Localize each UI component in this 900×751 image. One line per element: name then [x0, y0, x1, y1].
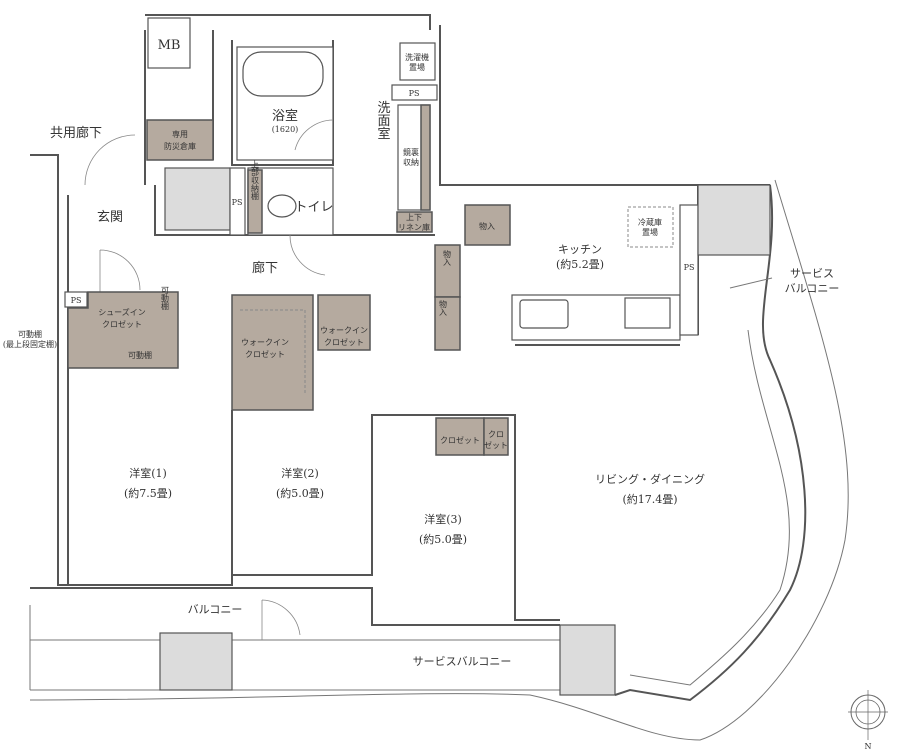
storage-label: 物入	[439, 299, 448, 316]
closet-small-label-2: ゼット	[484, 440, 508, 450]
fridge-space	[627, 206, 674, 248]
closet-room3	[435, 417, 485, 456]
bathroom-label: 浴室	[272, 108, 298, 124]
washer-label: 洗濯機	[405, 52, 429, 62]
meter-box	[147, 17, 191, 69]
room1-label: 洋室(1)	[129, 466, 167, 480]
common-corridor-label: 共用廊下	[50, 125, 102, 141]
entrance-label: 玄関	[97, 210, 123, 225]
living-label: リビング・ダイニング	[595, 472, 705, 486]
fridge-label-2: 置場	[642, 227, 658, 237]
movable-shelf-note-2: (最上段固定棚)	[3, 339, 57, 349]
room3-label: 洋室(3)	[424, 512, 462, 526]
pillar	[159, 632, 233, 691]
north-compass-icon	[848, 690, 888, 740]
mirror-storage	[420, 104, 431, 211]
disaster-storage	[146, 119, 214, 161]
ps-label: PS	[232, 198, 243, 207]
kitchen-label: キッチン	[558, 243, 602, 256]
mirror-storage-label: 鏡裏	[403, 147, 419, 157]
storage-kitchen	[464, 204, 511, 246]
room2-label: 洋室(2)	[281, 466, 319, 480]
ps-label: PS	[409, 89, 420, 98]
storage-hall-2	[434, 296, 461, 351]
shoe-closet	[67, 291, 179, 369]
linen-label-2: リネン庫	[398, 222, 430, 232]
closet-label: クロゼット	[440, 435, 480, 445]
wic-label-2: クロゼット	[245, 349, 285, 359]
ps-shoe	[64, 291, 88, 308]
north-label: N	[865, 742, 872, 751]
toilet-icon	[267, 194, 297, 218]
sink-icon	[519, 299, 569, 329]
ps-washroom	[391, 84, 438, 101]
ps-toilet	[229, 167, 246, 236]
washer-space	[399, 42, 436, 81]
ps-kitchen	[679, 204, 699, 336]
ps-label: PS	[71, 296, 82, 305]
closet-small-label: クロ	[488, 430, 504, 439]
wic-label: ウォークイン	[241, 338, 289, 347]
pillar	[559, 624, 616, 696]
linen-label: 上下	[406, 213, 422, 222]
service-balcony-bottom-label: サービスバルコニー	[413, 655, 512, 668]
stove-icon	[624, 297, 671, 329]
washer-label-2: 置場	[409, 62, 425, 72]
wic-label: ウォークイン	[320, 326, 368, 335]
toilet-label: トイレ	[294, 200, 333, 215]
bathroom-size: (1620)	[272, 125, 299, 134]
walk-in-closet-1	[231, 294, 314, 411]
room1-size: (約7.5畳)	[124, 486, 172, 500]
mb-label: MB	[158, 38, 181, 53]
storage-label: 物入	[443, 249, 452, 266]
movable-shelf-note: 可動棚	[18, 329, 42, 339]
shoe-closet-label-2: クロゼット	[102, 319, 142, 329]
pillar	[697, 184, 771, 256]
upper-shelf-label: 上部収納棚	[251, 160, 260, 201]
ps-label: PS	[684, 263, 695, 272]
balcony-label: バルコニー	[188, 603, 243, 616]
hallway-label: 廊下	[252, 260, 278, 276]
fridge-label: 冷蔵庫	[638, 217, 662, 227]
kitchen-size: (約5.2畳)	[556, 257, 604, 271]
living-size: (約17.4畳)	[622, 492, 677, 506]
mirror-storage-label-2: 収納	[403, 157, 419, 167]
washroom-label: 洗面室	[375, 101, 391, 140]
closet-small-room3	[483, 417, 509, 456]
room2-size: (約5.0畳)	[276, 486, 324, 500]
bathtub-icon	[242, 51, 324, 97]
wic-label-2: クロゼット	[324, 337, 364, 347]
service-balcony-label-2: バルコニー	[785, 282, 840, 295]
linen-storage	[396, 211, 433, 233]
movable-shelf-label: 可動棚	[128, 350, 152, 360]
movable-shelf-label: 可動棚	[161, 286, 170, 311]
pillar	[164, 167, 231, 231]
storage-label: 物入	[479, 221, 495, 231]
upper-shelf	[247, 169, 263, 234]
disaster-storage-label: 専用	[172, 129, 188, 139]
disaster-storage-label-2: 防災倉庫	[164, 141, 196, 151]
room3-size: (約5.0畳)	[419, 532, 467, 546]
shoe-closet-label: シューズイン	[98, 307, 146, 317]
walk-in-closet-2	[317, 294, 371, 351]
walls	[29, 14, 849, 741]
service-balcony-label: サービス	[790, 267, 834, 280]
